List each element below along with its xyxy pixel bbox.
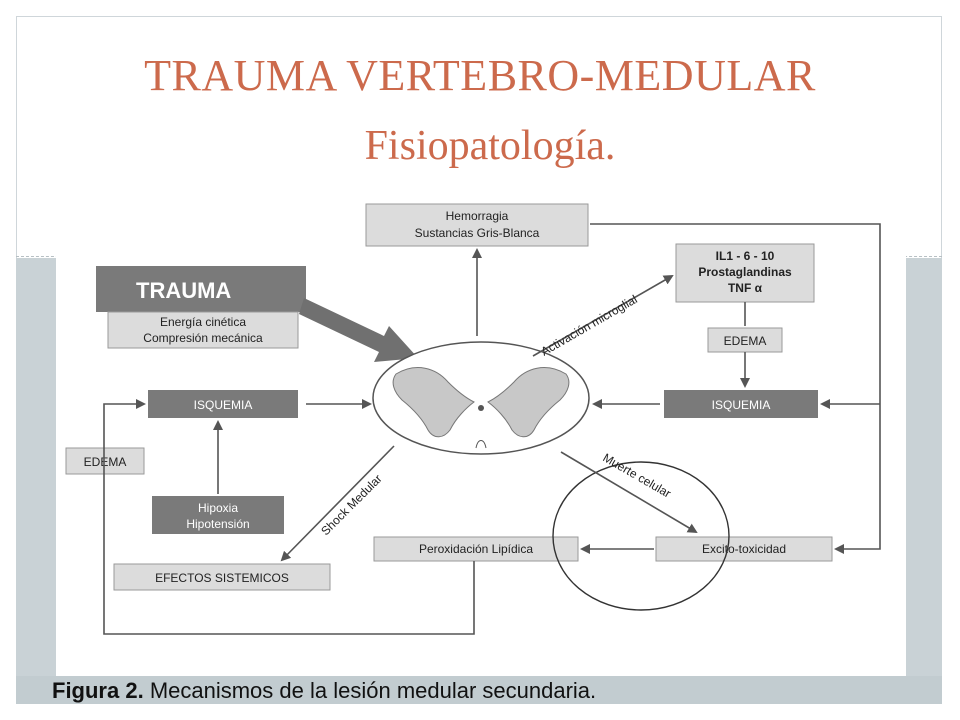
efectos-label: EFECTOS SISTEMICOS — [155, 571, 289, 585]
isquemia-left-box: ISQUEMIA — [148, 390, 298, 418]
energia-label: Energía cinética — [160, 315, 246, 329]
il-label: IL1 - 6 - 10 — [716, 249, 775, 263]
right-side-band — [902, 258, 942, 704]
compresion-label: Compresión mecánica — [143, 331, 263, 345]
bottom-band — [16, 676, 942, 704]
left-side-band — [16, 258, 56, 704]
arrow-loop-left — [103, 399, 475, 635]
hemorragia-label: Hemorragia — [446, 209, 509, 223]
arrow-shock — [280, 445, 395, 562]
shock-label: Shock Medular — [318, 472, 385, 539]
peroxidacion-label: Peroxidación Lipídica — [419, 542, 533, 556]
edema-right-label: EDEMA — [724, 334, 767, 348]
efectos-box: EFECTOS SISTEMICOS — [113, 563, 331, 591]
spinal-cord-icon — [372, 341, 590, 455]
isquemia-right-box: ISQUEMIA — [664, 390, 818, 418]
edema-left-label: EDEMA — [84, 455, 127, 469]
arrow-muerte — [560, 451, 698, 534]
slide-title: TRAUMA VERTEBRO-MEDULAR — [144, 51, 816, 100]
prostaglandinas-label: Prostaglandinas — [698, 265, 792, 279]
sustancias-label: Sustancias Gris-Blanca — [415, 226, 540, 240]
hipotension-label: Hipotensión — [186, 517, 249, 531]
edema-left-box: EDEMA — [65, 447, 145, 475]
muerte-label: Muerte celular — [601, 450, 674, 500]
hemorragia-box: Hemorragia Sustancias Gris-Blanca — [365, 203, 589, 247]
arrow-loop-right — [590, 223, 881, 554]
caption-text: Mecanismos de la lesión medular secundar… — [149, 678, 597, 703]
hipoxia-label: Hipoxia — [198, 501, 238, 515]
trauma-box: TRAUMA Energía cinética Compresión mecán… — [96, 266, 306, 349]
peroxidacion-box: Peroxidación Lipídica — [373, 536, 579, 562]
caption-label: Figura 2. — [52, 678, 144, 703]
isquemia-right-label: ISQUEMIA — [712, 398, 771, 412]
isquemia-left-label: ISQUEMIA — [194, 398, 253, 412]
cytokines-box: IL1 - 6 - 10 Prostaglandinas TNF α — [675, 243, 815, 303]
edema-right-box: EDEMA — [707, 327, 783, 353]
cell-death-cycle — [552, 461, 730, 611]
excito-box: Excito-toxicidad — [655, 536, 833, 562]
trauma-arrow — [299, 298, 418, 362]
trauma-label: TRAUMA — [136, 278, 231, 303]
figure-caption: Figura 2. Mecanismos de la lesión medula… — [52, 678, 596, 704]
arrow-activacion — [532, 275, 674, 357]
excito-label: Excito-toxicidad — [702, 542, 786, 556]
activacion-label: Activación microglial — [539, 292, 640, 358]
pathophysiology-diagram: Hemorragia Sustancias Gris-Blanca IL1 - … — [56, 186, 906, 676]
tnf-label: TNF α — [728, 281, 763, 295]
hipoxia-box: Hipoxia Hipotensión — [152, 496, 284, 534]
slide-subtitle: Fisiopatología. — [364, 123, 616, 169]
